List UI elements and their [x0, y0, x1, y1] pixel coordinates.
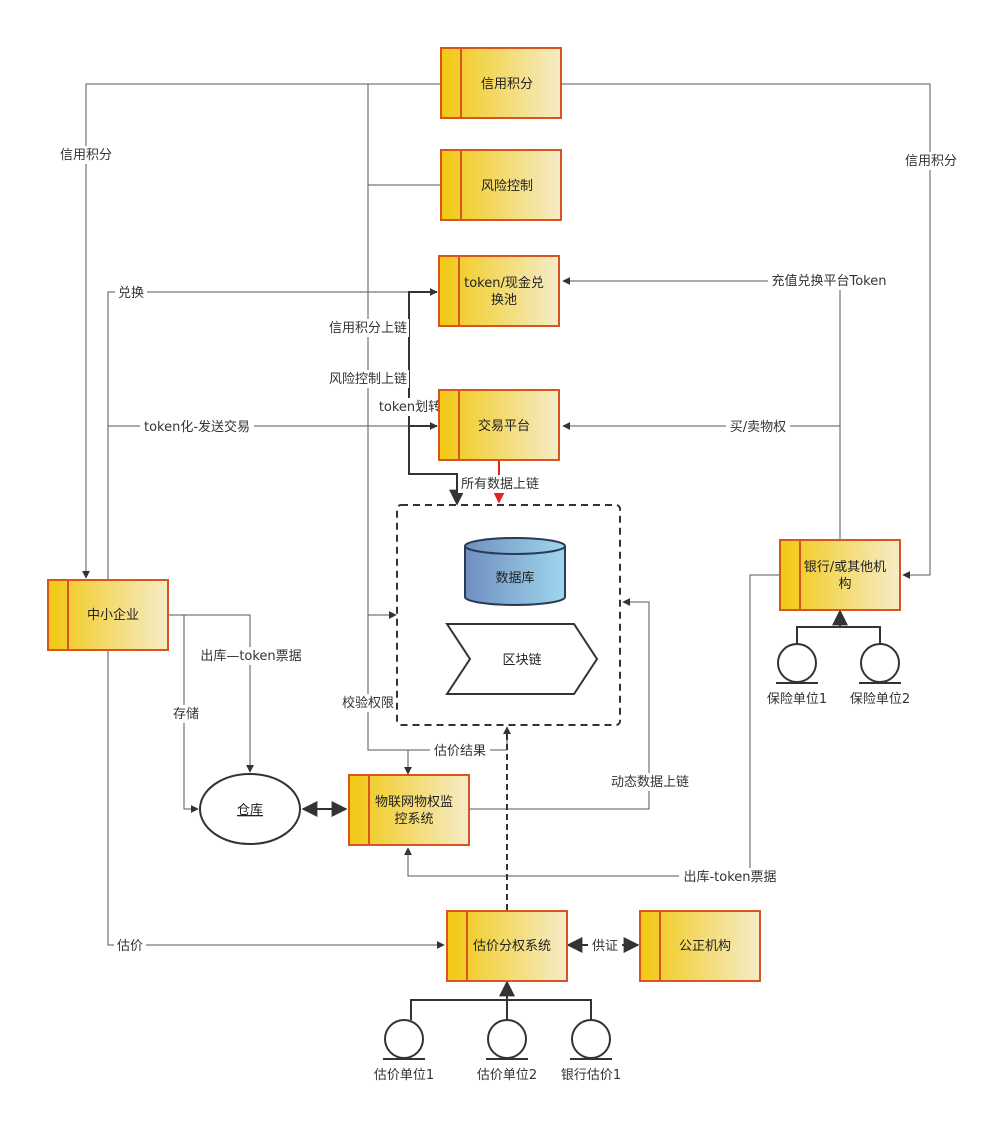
insurer2-label: 保险单位2 — [850, 692, 910, 707]
edge-insurer-tree — [796, 626, 881, 645]
blockchain-label: 区块链 — [502, 653, 541, 668]
database-cylinder: 数据库 — [464, 537, 566, 606]
label-line: 换池 — [491, 293, 517, 308]
label-swap: 兑换 — [118, 286, 144, 301]
node-sme-label: 中小企业 — [87, 607, 139, 623]
node-notary-label: 公正机构 — [679, 939, 731, 954]
node-exchange-label: 交易平台 — [478, 418, 530, 434]
label-line: 银行/或其他机 — [804, 560, 886, 575]
actor-insurer2[interactable]: 保险单位2 — [850, 643, 910, 707]
label-dynamic-data: 动态数据上链 — [611, 775, 689, 790]
label-buy-sell: 买/卖物权 — [730, 419, 786, 435]
node-bank-label: 银行/或其他机构 — [804, 560, 886, 592]
appraiser1-icon — [384, 1019, 424, 1059]
label-valuation-result: 估价结果 — [434, 744, 486, 759]
node-risk-label: 风险控制 — [481, 179, 533, 194]
bank-appraiser-icon — [571, 1019, 611, 1059]
node-credit[interactable]: 信用积分 — [440, 47, 562, 119]
bank-appraiser-label: 银行估价1 — [561, 1068, 621, 1083]
label-credit-onchain: 信用积分上链 — [329, 321, 407, 336]
label-risk-onchain: 风险控制上链 — [329, 372, 407, 387]
edge-credit-left — [82, 83, 441, 579]
actor-appraiser1[interactable]: 估价单位1 — [374, 1019, 434, 1083]
edge-labels: 信用积分 信用积分 兑换 充值兑换平台Token 信用积分上链 风险控制上链 t… — [58, 146, 959, 955]
node-pool[interactable]: token/现金兑换池 — [438, 255, 560, 327]
edge-dynamic-data — [468, 598, 650, 810]
blockchain-dashed-frame — [396, 504, 621, 726]
appraiser1-label: 估价单位1 — [374, 1068, 434, 1083]
node-exchange[interactable]: 交易平台 — [438, 389, 560, 461]
node-warehouse[interactable]: 仓库 — [199, 773, 301, 845]
insurer2-icon — [860, 643, 900, 683]
label-notarize: 供证 — [592, 939, 618, 954]
label-token-transfer: token划转 — [379, 400, 441, 415]
edge-outbound-token — [168, 614, 254, 773]
node-sme[interactable]: 中小企业 — [47, 579, 169, 651]
label-outbound-token: 出库—token票据 — [200, 648, 301, 664]
node-valuation-label: 估价分权系统 — [473, 938, 551, 954]
label-verify: 校验权限 — [342, 695, 394, 711]
edge-credit-right — [561, 83, 931, 579]
label-outbound-token2: 出库-token票据 — [683, 869, 776, 885]
edge-appraiser-tree — [410, 999, 592, 1020]
label-line: token/现金兑 — [464, 275, 544, 291]
actor-insurer1[interactable]: 保险单位1 — [767, 643, 827, 707]
edge-recharge — [562, 277, 841, 540]
label-appraise: 估价 — [117, 939, 143, 954]
label-credit-left: 信用积分 — [60, 148, 112, 163]
database-label: 数据库 — [495, 570, 534, 586]
insurer1-label: 保险单位1 — [767, 692, 827, 707]
label-line: 控系统 — [394, 812, 433, 827]
edge-appraise — [107, 650, 445, 949]
node-iot[interactable]: 物联网物权监控系统 — [348, 774, 470, 846]
label-tokenize: token化-发送交易 — [144, 419, 250, 435]
node-notary[interactable]: 公正机构 — [639, 910, 761, 982]
appraiser2-icon — [487, 1019, 527, 1059]
blockchain-shape: 区块链 — [445, 623, 599, 695]
appraiser2-label: 估价单位2 — [477, 1068, 537, 1083]
node-pool-label: token/现金兑换池 — [464, 275, 544, 308]
node-credit-label: 信用积分 — [481, 77, 533, 92]
label-all-data: 所有数据上链 — [461, 477, 539, 492]
actor-bank-appraiser[interactable]: 银行估价1 — [561, 1019, 621, 1083]
node-iot-label: 物联网物权监控系统 — [375, 794, 453, 827]
label-storage: 存储 — [173, 707, 199, 722]
node-risk[interactable]: 风险控制 — [440, 149, 562, 221]
label-credit-right: 信用积分 — [905, 154, 957, 169]
node-valuation[interactable]: 估价分权系统 — [446, 910, 568, 982]
label-line: 物联网物权监 — [375, 794, 453, 810]
blockchain-container: 数据库 区块链 — [396, 504, 621, 726]
node-bank[interactable]: 银行/或其他机构 — [779, 539, 901, 611]
edge-storage — [183, 615, 199, 813]
insurer1-icon — [777, 643, 817, 683]
node-warehouse-label: 仓库 — [237, 802, 263, 818]
label-recharge: 充值兑换平台Token — [772, 273, 887, 289]
actor-appraiser2[interactable]: 估价单位2 — [477, 1019, 537, 1083]
edge-swap — [107, 288, 438, 580]
label-line: 构 — [838, 577, 851, 592]
edge-token-transfer — [408, 291, 465, 506]
